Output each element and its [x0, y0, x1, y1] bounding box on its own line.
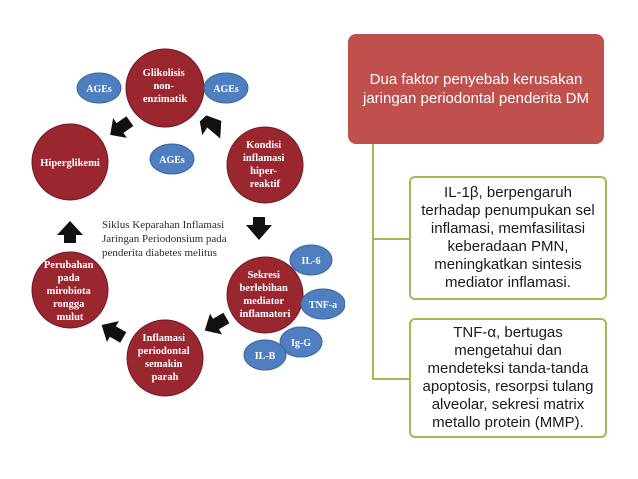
connector-horizontal-1	[372, 238, 409, 240]
node-inflamasi-line-3: semakin	[145, 359, 183, 370]
node-hiperglikemi-line-1: Hiperglikemi	[40, 158, 100, 169]
node-kondisi-line-4: reaktif	[250, 179, 281, 190]
ages-oval-left: AGEs	[76, 72, 122, 104]
center-label-line-2: Jaringan Periodonsium pada	[102, 233, 227, 245]
node-perubahan: Perubahan pada mirobiota rongga mulut	[31, 251, 109, 329]
svg-text:Glikolisis non- en: Glikolisis non- enzimatik	[143, 68, 188, 105]
il1b-line-1: IL-1β, berpengaruh	[444, 184, 572, 201]
header-box: Dua faktor penyebab kerusakan jaringan p…	[348, 34, 604, 144]
mediator-igg-oval: Ig-G	[279, 326, 323, 358]
arrow-glikolisis-to-kondisi	[199, 115, 222, 139]
mediator-il6-oval: IL-6	[289, 244, 333, 276]
mediator-il6-label: IL-6	[302, 256, 321, 267]
svg-text:Kondisi inflamasi: Kondisi inflamasi hiper- reaktif	[243, 140, 287, 190]
svg-text:Sekresi berlebihan: Sekresi berlebihan mediator inflamatori	[239, 270, 290, 320]
center-label-line-3: penderita diabetes melitus	[102, 247, 217, 259]
svg-text:Hiperglikemi: Hiperglikemi	[40, 158, 100, 169]
node-sekresi-line-3: mediator	[243, 296, 284, 307]
il1b-line-6: mediator inflamasi.	[445, 274, 571, 291]
node-kondisi: Kondisi inflamasi hiper- reaktif	[226, 126, 304, 204]
node-kondisi-line-1: Kondisi	[246, 140, 281, 151]
node-glikolisis-line-2: non-	[153, 81, 174, 92]
mediator-ilb-oval: IL-B	[243, 339, 287, 371]
node-sekresi-line-2: berlebihan	[239, 283, 288, 294]
node-perubahan-line-5: mulut	[57, 312, 84, 323]
node-kondisi-line-3: hiper-	[250, 166, 278, 177]
node-glikolisis: Glikolisis non- enzimatik	[125, 48, 205, 128]
il1b-line-5: meningkatkan sintesis	[434, 256, 582, 273]
connector-vertical	[372, 144, 374, 379]
node-perubahan-line-3: mirobiota	[47, 286, 92, 297]
center-label-line-1: Siklus Keparahan Inflamasi	[102, 219, 224, 231]
il1b-line-4: keberadaan PMN,	[447, 238, 569, 255]
svg-text:Inflamasi periodontal: Inflamasi periodontal semakin parah	[138, 333, 193, 383]
inflammation-cycle-diagram: Glikolisis non- enzimatik Kondisi inflam…	[31, 48, 345, 397]
node-perubahan-line-1: Perubahan	[44, 260, 94, 271]
arrow-perubahan-to-hiperglikemi	[57, 221, 83, 243]
tnfa-line-2: mengetahui dan	[454, 342, 562, 359]
node-inflamasi-line-4: parah	[152, 372, 179, 383]
arrow-sekresi-to-inflamasi	[204, 312, 230, 335]
arrow-kondisi-to-sekresi	[246, 217, 272, 240]
ages-oval-bottom: AGEs	[149, 143, 195, 175]
ages-label-right: AGEs	[213, 84, 239, 95]
il1b-line-3: inflamasi, memfasilitasi	[430, 220, 586, 237]
node-sekresi-line-4: inflamatori	[240, 309, 291, 320]
arrow-inflamasi-to-perubahan	[101, 321, 127, 343]
header-line-2: jaringan periodontal penderita DM	[363, 90, 589, 107]
ages-oval-right: AGEs	[203, 72, 249, 104]
arrow-hiperglikemi-to-glikolisis	[110, 116, 134, 138]
ages-label-left: AGEs	[86, 84, 112, 95]
header-line-1: Dua faktor penyebab kerusakan	[369, 71, 583, 88]
node-sekresi: Sekresi berlebihan mediator inflamatori	[226, 256, 304, 334]
node-perubahan-line-2: pada	[58, 273, 81, 284]
il1b-line-2: terhadap penumpukan sel	[421, 202, 595, 219]
ages-label-bottom: AGEs	[159, 155, 185, 166]
tnfa-line-6: metallo protein (MMP).	[432, 414, 584, 431]
tnfa-line-3: mendeteksi tanda-tanda	[427, 360, 589, 377]
node-inflamasi-line-2: periodontal	[138, 346, 190, 357]
cycle-center-label: Siklus Keparahan Inflamasi Jaringan Peri…	[102, 219, 229, 259]
tnfa-line-5: alveolar, sekresi matrix	[431, 396, 585, 413]
tnfa-line-1: TNF-α, bertugas	[453, 324, 563, 341]
node-perubahan-line-4: rongga	[53, 299, 85, 310]
tnfa-line-4: apoptosis, resorpsi tulang	[422, 378, 594, 395]
node-inflamasi-line-1: Inflamasi	[142, 333, 185, 344]
mediator-ilb-label: IL-B	[255, 351, 276, 362]
node-kondisi-line-2: inflamasi	[243, 153, 285, 164]
info-box-il1b: IL-1β, berpengaruh terhadap penumpukan s…	[409, 176, 607, 300]
node-sekresi-line-1: Sekresi	[247, 270, 280, 281]
connector-horizontal-2	[372, 378, 409, 380]
node-glikolisis-line-3: enzimatik	[143, 94, 187, 105]
node-glikolisis-line-1: Glikolisis	[143, 68, 185, 79]
node-hiperglikemi: Hiperglikemi	[31, 123, 109, 201]
mediator-igg-label: Ig-G	[291, 338, 311, 349]
mediator-tnfa-oval: TNF-a	[300, 288, 345, 320]
node-inflamasi: Inflamasi periodontal semakin parah	[126, 319, 204, 397]
mediator-tnfa-label: TNF-a	[309, 300, 337, 311]
info-box-tnfa: TNF-α, bertugas mengetahui dan mendeteks…	[409, 318, 607, 438]
svg-text:Perubahan pada mir: Perubahan pada mirobiota rongga mulut	[44, 260, 96, 323]
